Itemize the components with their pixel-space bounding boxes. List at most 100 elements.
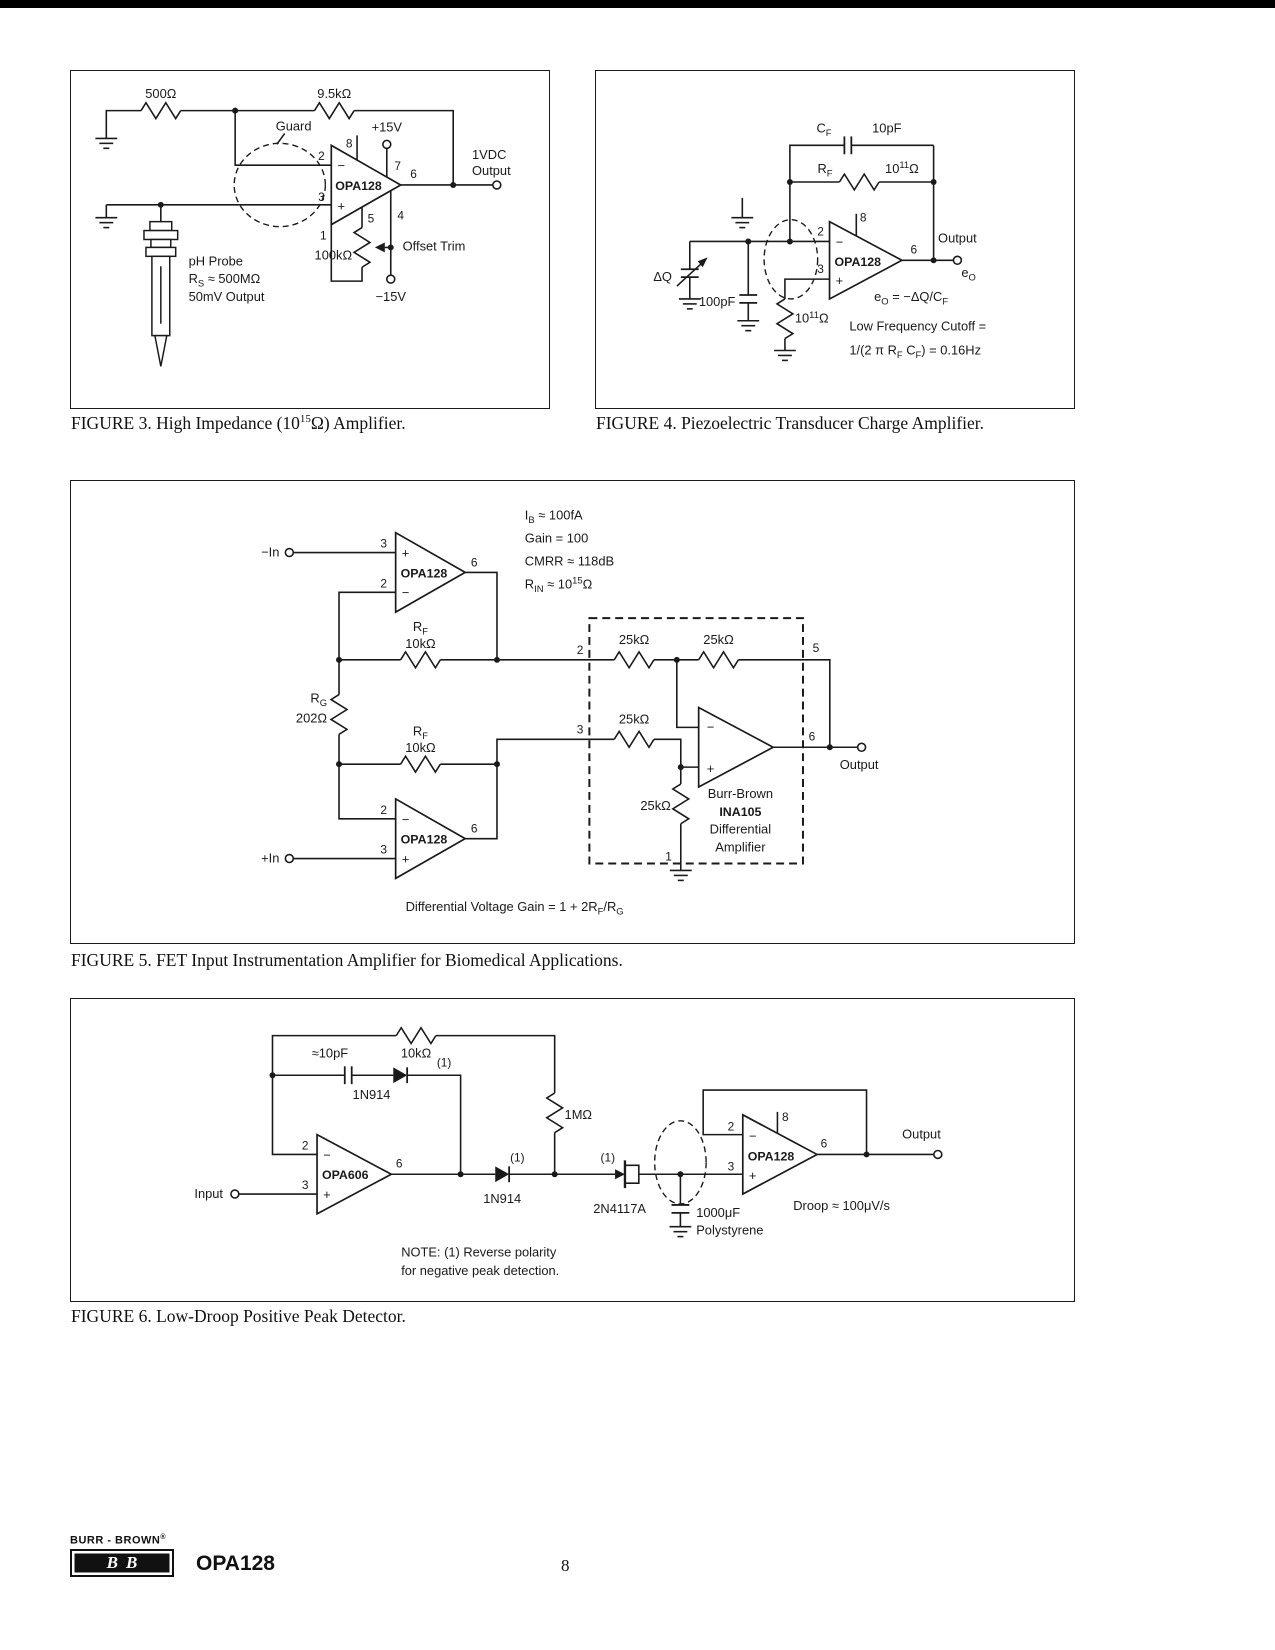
pin-label: 3 <box>302 1178 309 1192</box>
resistor-label: 9.5kΩ <box>317 86 351 101</box>
ina-desc-label: Amplifier <box>715 840 766 855</box>
spec-line: IB ≈ 100fA <box>525 508 583 525</box>
output-terminal <box>933 1149 943 1160</box>
spec-line: RIN ≈ 1015Ω <box>525 574 593 593</box>
eo-label: eO <box>961 265 976 282</box>
minus-input-symbol: − <box>707 719 715 734</box>
diode-1n914 <box>494 1165 511 1184</box>
guard-label: Guard <box>276 118 312 133</box>
resistor-label: RF <box>413 723 428 740</box>
output-terminal <box>492 180 502 190</box>
resistor-value: 25kΩ <box>703 632 734 647</box>
resistor-value: 202Ω <box>296 710 328 725</box>
equation: eO = −ΔQ/CF <box>874 289 948 306</box>
supply-label: +15V <box>372 119 403 134</box>
charge-label: ΔQ <box>653 269 672 284</box>
pin-label: 3 <box>577 722 584 736</box>
pin-label: 2 <box>318 149 325 163</box>
opamp-triangle-top <box>394 531 467 614</box>
capacitor-100pf <box>738 294 759 304</box>
ground-symbol <box>773 349 797 362</box>
opamp-triangle <box>828 220 904 301</box>
opamp-triangle-opa606 <box>316 1133 394 1216</box>
variable-arrowhead <box>697 257 708 268</box>
figure3-caption: FIGURE 3. High Impedance (1015Ω) Amplifi… <box>71 413 406 433</box>
resistor-value: 25kΩ <box>640 798 671 813</box>
part-number: OPA128 <box>196 1552 275 1575</box>
cutoff-note: Low Frequency Cutoff = <box>849 319 986 334</box>
wiper-arrow <box>374 242 385 253</box>
opamp-label: OPA128 <box>834 255 881 269</box>
input-label: Input <box>194 1186 223 1201</box>
circuit-wires <box>293 551 858 871</box>
pin-label: 8 <box>346 136 353 150</box>
pos-input-label: +In <box>261 851 279 866</box>
output-label: Output <box>472 163 511 178</box>
plus-input-symbol: + <box>836 273 844 288</box>
figure3-box: 500Ω 9.5kΩ Guard +15V 1VDC Output 2 3 8 … <box>70 70 550 409</box>
minus-input-symbol: − <box>337 158 345 173</box>
resistor-rf-top <box>399 651 442 669</box>
figure4-box: CF 10pF RF 1011Ω 2 3 8 6 − + OPA128 Outp… <box>595 70 1075 409</box>
droop-label: Droop ≈ 100μV/s <box>793 1198 890 1213</box>
pin-label: 6 <box>410 167 417 181</box>
neg-input-label: −In <box>261 545 279 560</box>
pin-label: 8 <box>782 1110 789 1124</box>
pin-label: 6 <box>471 555 478 569</box>
figure5-box: IB ≈ 100fA Gain = 100 CMRR ≈ 118dB RIN ≈… <box>70 480 1075 944</box>
output-label: Output <box>938 230 977 245</box>
note-ref: (1) <box>510 1150 525 1164</box>
capacitor-value: 10pF <box>872 120 901 135</box>
figure5-schematic: IB ≈ 100fA Gain = 100 CMRR ≈ 118dB RIN ≈… <box>261 508 879 917</box>
minus-input-symbol: − <box>323 1147 331 1162</box>
supply-label: −15V <box>376 289 407 304</box>
brand-name: BURR - BROWN® <box>70 1534 166 1547</box>
plus-input-symbol: + <box>402 546 410 561</box>
ground-symbol <box>94 137 119 150</box>
pin-label: 2 <box>817 225 824 239</box>
pin-label: 2 <box>728 1120 735 1134</box>
pin-label: 5 <box>813 641 820 655</box>
minus-input-symbol: − <box>836 234 844 249</box>
resistor-rf <box>838 173 880 191</box>
pin-label: 7 <box>394 159 401 173</box>
pin-label: 3 <box>380 843 387 857</box>
resistor-500 <box>140 101 182 120</box>
circuit-wires <box>238 1034 934 1227</box>
figure3-schematic: 500Ω 9.5kΩ Guard +15V 1VDC Output 2 3 8 … <box>94 86 511 367</box>
pin-label: 2 <box>577 643 584 657</box>
ground-symbol <box>736 319 760 332</box>
gain-formula: Differential Voltage Gain = 1 + 2RF/RG <box>406 899 624 916</box>
opamp-triangle <box>330 143 403 227</box>
resistor-value: 25kΩ <box>619 632 650 647</box>
minus-input-symbol: − <box>402 812 410 827</box>
resistor-10k <box>395 1026 437 1045</box>
resistor-25k <box>613 730 655 749</box>
figure5-caption: FIGURE 5. FET Input Instrumentation Ampl… <box>71 950 623 970</box>
pin-label: 1 <box>320 228 327 242</box>
plus-input-symbol: + <box>337 199 345 214</box>
circuit-wires <box>688 144 954 351</box>
fet-label: 2N4117A <box>593 1201 646 1216</box>
spec-line: CMRR ≈ 118dB <box>525 553 614 568</box>
page-top-bar <box>0 0 1275 8</box>
resistor-1m <box>545 1092 564 1134</box>
note-line: for negative peak detection. <box>401 1263 559 1278</box>
ina105-dashed-box <box>588 617 804 865</box>
opamp-label: OPA128 <box>401 833 448 847</box>
output-label: Output <box>902 1127 941 1142</box>
resistor-label: 500Ω <box>145 86 176 101</box>
pin-label: 6 <box>910 242 917 256</box>
output-terminal <box>952 255 963 266</box>
circuit-wires <box>105 109 493 282</box>
output-terminal <box>856 742 867 753</box>
note-line: NOTE: (1) Reverse polarity <box>401 1244 557 1259</box>
pin-label: 1 <box>665 850 672 864</box>
ground-symbol <box>678 298 702 310</box>
capacitor-10pf <box>343 1065 353 1086</box>
resistor-rf-bottom <box>399 755 442 773</box>
resistor-value: 25kΩ <box>619 711 650 726</box>
capacitor-cf <box>843 135 853 156</box>
plus-input-symbol: + <box>323 1187 331 1202</box>
